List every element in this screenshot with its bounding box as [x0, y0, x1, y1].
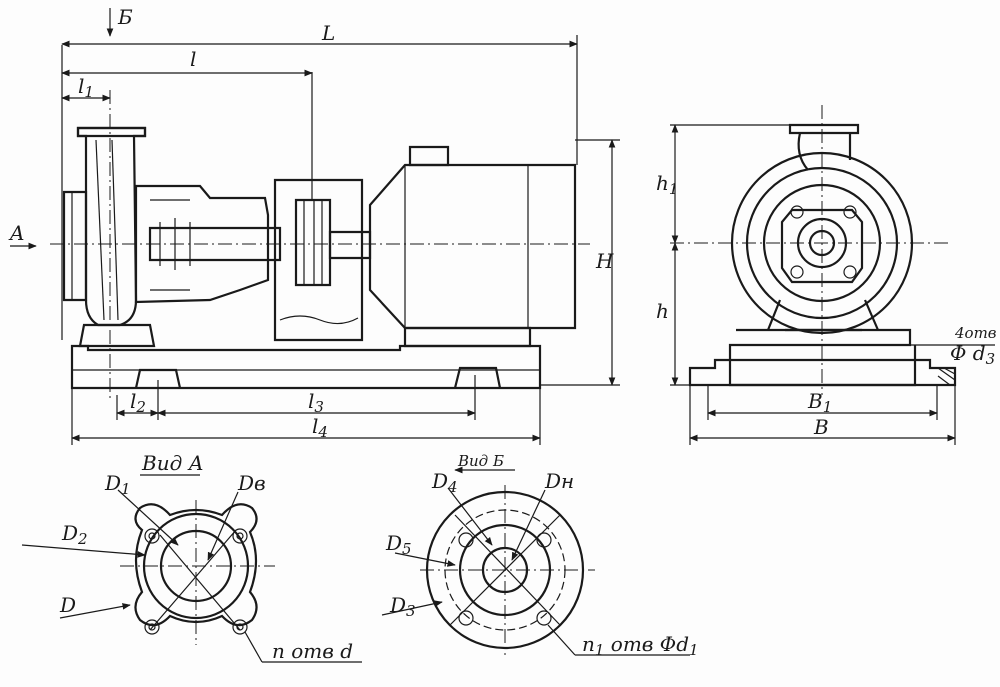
view-b-holes: n1 отв Φd1 [582, 632, 699, 659]
dim-D5: D5 [385, 531, 412, 558]
front-discharge-flange [788, 123, 860, 135]
side-view-dimensions: L l l1 l2 l3 l4 H A Б [8, 5, 620, 445]
dim-Dv: Dв [237, 471, 266, 495]
suction-flange [62, 190, 88, 302]
dim-D: D [59, 593, 76, 617]
coupling [294, 198, 332, 287]
dim-l1: l1 [78, 74, 94, 101]
dim-D2: D2 [61, 521, 88, 548]
view-arrow-B: Б [117, 5, 133, 29]
dim-Dn: Dн [544, 469, 574, 493]
dim-D1: D1 [104, 471, 131, 498]
base-frame [70, 344, 542, 390]
pump-base-support [78, 323, 156, 348]
base-holes-count: 4отв [954, 324, 997, 342]
dim-l: l [190, 47, 196, 71]
dim-L: L [321, 21, 335, 45]
base-foot-right [453, 366, 502, 389]
dim-B1: B1 [807, 389, 832, 416]
view-arrow-A: A [8, 221, 24, 245]
pump-shaft [148, 226, 282, 262]
bearing-housing [134, 184, 270, 304]
base-hole-diameter: Φ d3 [950, 341, 995, 368]
dim-D4: D4 [431, 469, 458, 496]
front-volute [797, 132, 852, 171]
dim-H: H [595, 249, 614, 273]
view-a-flange-outline [134, 503, 258, 627]
front-view-dimensions: h1 h B1 B 4отв Φ d3 [656, 124, 997, 445]
front-view [670, 105, 957, 395]
view-a-holes: n отв d [272, 639, 353, 663]
electric-motor [368, 163, 577, 330]
view-b-title: Вид Б [457, 452, 504, 470]
view-b: Вид Б D4 Dн D5 D3 n1 отв Φd1 [381, 452, 699, 659]
dim-l4: l4 [312, 414, 328, 441]
dim-h1: h1 [656, 171, 678, 198]
dim-h: h [656, 299, 669, 323]
dim-l2: l2 [130, 389, 146, 416]
dim-B: B [813, 415, 829, 439]
base-foot-left [134, 368, 182, 389]
side-view [50, 90, 590, 400]
pump-discharge-flange [76, 126, 147, 138]
dim-l3: l3 [308, 389, 324, 416]
coupling-guard [273, 178, 364, 342]
view-a: Вид А D1 Dв D2 D n отв d [21, 451, 362, 663]
view-a-title: Вид А [141, 451, 204, 475]
motor-terminal-box [408, 145, 450, 167]
dim-D3: D3 [389, 593, 416, 620]
